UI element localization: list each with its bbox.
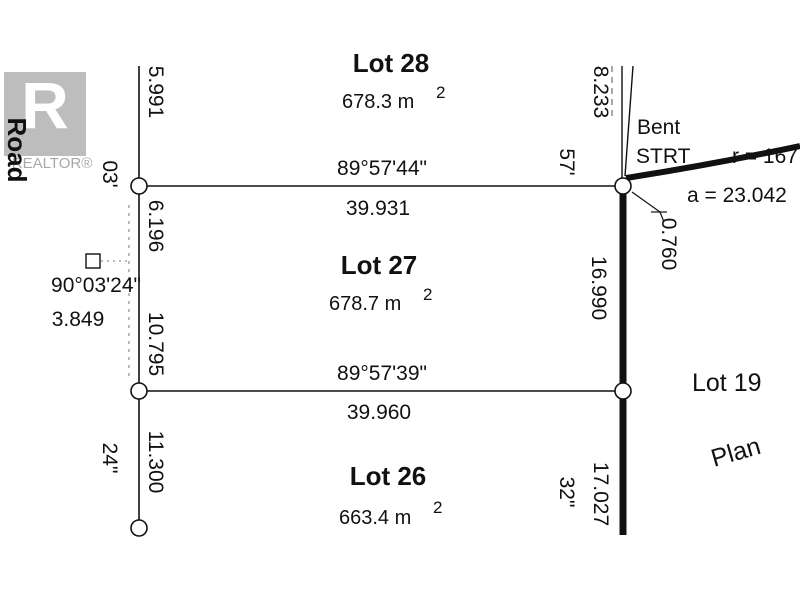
lower-bearing: 89°57'39": [337, 362, 427, 385]
left-dist-b: 10.795: [144, 312, 167, 376]
monument-marker: [614, 177, 632, 195]
lot-27-name: Lot 27: [341, 250, 418, 280]
left-sec-03: 03': [98, 160, 121, 187]
left-dist-c: 11.300: [144, 431, 167, 494]
upper-bearing: 89°57'44": [337, 157, 427, 180]
bent-label: Bent: [637, 116, 680, 139]
realtor-logo: R REALTOR®: [4, 68, 92, 172]
plan-label: Plan: [708, 432, 764, 473]
realtor-logo-r: R: [21, 68, 69, 142]
left-angle: 90°03'24": [51, 274, 141, 297]
lower-distance: 39.960: [347, 401, 411, 424]
lot-28-area: 678.3 m: [342, 91, 414, 113]
watermark-text: REALTOR®: [12, 155, 93, 172]
right-dist-mid: 16.990: [587, 256, 610, 320]
lot-28-name: Lot 28: [353, 48, 430, 78]
monument-marker: [130, 177, 148, 195]
arc-label: a = 23.042: [687, 184, 787, 207]
realtor-logo-box: [4, 72, 86, 156]
right-sec-32: 32": [555, 477, 578, 508]
lot-27-area: 678.7 m: [329, 293, 401, 315]
right-dist-top: 8.233: [589, 66, 612, 119]
radius-label: r = 167: [732, 145, 798, 168]
right-dist-bot: 17.027: [589, 462, 612, 526]
monument-marker: [130, 382, 148, 400]
strt-label: STRT: [636, 145, 691, 168]
left-dist-a: 6.196: [144, 200, 167, 253]
left-sec-24: 24": [98, 443, 121, 474]
monument-marker: [614, 382, 632, 400]
lot-28-area-sup: 2: [436, 83, 445, 102]
lot-19-name: Lot 19: [692, 369, 762, 397]
square-marker: [85, 253, 101, 269]
upper-distance: 39.931: [346, 197, 410, 220]
lot-26-area: 663.4 m: [339, 507, 411, 529]
right-sec-57: 57': [555, 148, 578, 175]
monument-marker: [130, 519, 148, 537]
lot-26-name: Lot 26: [350, 461, 427, 491]
right-curve-line: [624, 65, 634, 177]
arc-boundary: [625, 143, 800, 181]
left-offset: 3.849: [52, 308, 105, 331]
right-offset: 0.760: [657, 218, 680, 271]
road-label: Road: [2, 118, 32, 183]
left-dist-top: 5.991: [144, 66, 167, 119]
lot-26-area-sup: 2: [433, 498, 442, 517]
lot-27-area-sup: 2: [423, 285, 432, 304]
